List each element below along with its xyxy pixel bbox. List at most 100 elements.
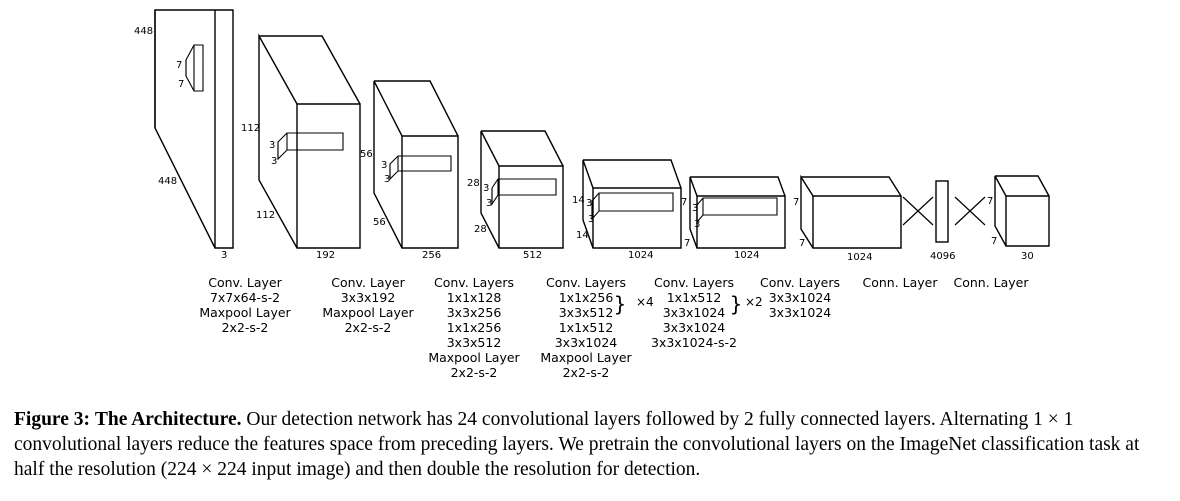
dim-label: 7 — [681, 197, 687, 208]
layer-label-line: Maxpool Layer — [322, 305, 414, 320]
dim-label: 3 — [269, 140, 275, 151]
caption-title: The Architecture. — [94, 409, 242, 430]
dim-label: 112 — [241, 123, 260, 134]
dim-label: 3 — [381, 160, 387, 171]
figure-caption: Figure 3: The Architecture. Our detectio… — [14, 407, 1174, 482]
dim-label: 28 — [474, 224, 487, 235]
dim-label: 7 — [178, 79, 184, 90]
fc-block: 4096 — [930, 180, 955, 262]
repeat-brace: } — [730, 292, 743, 316]
layer-label-line: 3x3x1024 — [769, 305, 832, 320]
dim-label: 3 — [692, 203, 698, 214]
dim-label: 7 — [176, 60, 182, 71]
dim-label: 7 — [793, 197, 799, 208]
conv-block-2: 56 56 256 3 3 — [360, 80, 459, 261]
layer-label-line: 3x3x1024 — [663, 305, 726, 320]
layer-label-line: 3x3x1024 — [663, 320, 726, 335]
dim-label: 3 — [694, 219, 700, 230]
layer-label-line: Maxpool Layer — [428, 350, 520, 365]
layer-label-8: Conn. Layer — [953, 275, 1029, 290]
layer-label-line: Conv. Layers — [546, 275, 626, 290]
dim-label: 3 — [483, 183, 489, 194]
conv-block-4: 14 14 1024 3 3 — [572, 159, 682, 261]
conv-block-1: 112 112 192 3 3 — [241, 33, 361, 261]
layer-label-6: Conv. Layers 3x3x1024 3x3x1024 — [760, 275, 840, 320]
layer-label-line: 1x1x256 — [559, 290, 614, 305]
dim-label: 28 — [467, 178, 480, 189]
dim-label: 512 — [523, 250, 542, 261]
dim-label: 56 — [373, 217, 386, 228]
layer-label-line: 2x2-s-2 — [345, 320, 392, 335]
repeat-brace: } — [614, 292, 627, 316]
kernel-box — [491, 178, 557, 206]
dim-label: 7 — [987, 196, 993, 207]
dim-label: 14 — [576, 230, 589, 241]
layer-label-line: 1x1x256 — [447, 320, 502, 335]
kernel-box — [277, 132, 344, 161]
dim-label: 56 — [360, 149, 373, 160]
dim-label: 7 — [991, 236, 997, 247]
layer-label-line: Conn. Layer — [862, 275, 938, 290]
dim-label: 3 — [271, 156, 277, 167]
layer-label-3: Conv. Layers 1x1x128 3x3x256 1x1x256 3x3… — [428, 275, 520, 380]
input-kernel-box — [185, 44, 204, 92]
layer-label-5: Conv. Layers 1x1x512 3x3x1024 3x3x1024 3… — [651, 275, 763, 350]
architecture-diagram: 448 448 3 7 7 112 112 192 3 3 56 56 256 — [134, 9, 1050, 380]
layer-label-line: Conv. Layer — [208, 275, 282, 290]
repeat-count: ×4 — [636, 295, 654, 309]
output-block: 7 7 30 — [987, 175, 1050, 262]
dim-label: 3 — [486, 198, 492, 209]
dim-label: 448 — [134, 26, 153, 37]
repeat-count: ×2 — [745, 295, 763, 309]
input-block: 448 448 3 7 7 — [134, 9, 234, 261]
layer-label-line: 1x1x512 — [667, 290, 722, 305]
dim-label: 192 — [316, 250, 335, 261]
dim-label: 3 — [384, 174, 390, 185]
conv-block-5: 7 7 1024 3 3 — [681, 176, 786, 261]
layer-label-line: 1x1x128 — [447, 290, 502, 305]
layer-label-4: Conv. Layers 1x1x256 3x3x512 1x1x512 3x3… — [540, 275, 653, 380]
caption-body: Our detection network has 24 convolution… — [14, 409, 1140, 480]
layer-label-line: 3x3x256 — [447, 305, 502, 320]
layer-label-1: Conv. Layer 7x7x64-s-2 Maxpool Layer 2x2… — [199, 275, 291, 335]
dim-label: 14 — [572, 195, 585, 206]
layer-label-line: 2x2-s-2 — [451, 365, 498, 380]
layer-label-line: 3x3x1024-s-2 — [651, 335, 737, 350]
dim-label: 7 — [799, 238, 805, 249]
layer-label-line: 3x3x512 — [559, 305, 614, 320]
dim-label: 1024 — [628, 250, 653, 261]
layer-label-line: 2x2-s-2 — [563, 365, 610, 380]
layer-label-line: 3x3x512 — [447, 335, 502, 350]
conv-block-6: 7 7 1024 — [793, 174, 902, 263]
layer-label-line: 3x3x1024 — [555, 335, 618, 350]
full-connection-lines — [954, 196, 986, 226]
layer-label-line: 1x1x512 — [559, 320, 614, 335]
layer-label-line: Conv. Layers — [654, 275, 734, 290]
dim-label: 1024 — [734, 250, 759, 261]
conv-block-3: 28 28 512 3 3 — [467, 130, 564, 261]
layer-label-line: 3x3x192 — [341, 290, 396, 305]
layer-label-line: 2x2-s-2 — [222, 320, 269, 335]
layer-label-line: Conn. Layer — [953, 275, 1029, 290]
layer-label-2: Conv. Layer 3x3x192 Maxpool Layer 2x2-s-… — [322, 275, 414, 335]
dim-label: 30 — [1021, 251, 1034, 262]
dim-label: 448 — [158, 176, 177, 187]
layer-label-line: 3x3x1024 — [769, 290, 832, 305]
dim-label: 4096 — [930, 251, 955, 262]
layer-label-line: Conv. Layer — [331, 275, 405, 290]
dim-label: 1024 — [847, 252, 872, 263]
dim-label: 3 — [586, 198, 592, 209]
layer-label-line: Maxpool Layer — [199, 305, 291, 320]
layer-label-line: Conv. Layers — [760, 275, 840, 290]
caption-label: Figure 3: — [14, 409, 91, 430]
dim-label: 7 — [684, 238, 690, 249]
kernel-box — [696, 197, 778, 224]
layer-label-line: 7x7x64-s-2 — [210, 290, 280, 305]
layer-label-line: Maxpool Layer — [540, 350, 632, 365]
dim-label: 256 — [422, 250, 441, 261]
dim-label: 112 — [256, 210, 275, 221]
full-connection-lines — [902, 196, 934, 226]
dim-label: 3 — [588, 214, 594, 225]
layer-label-7: Conn. Layer — [862, 275, 938, 290]
kernel-box — [591, 192, 674, 221]
